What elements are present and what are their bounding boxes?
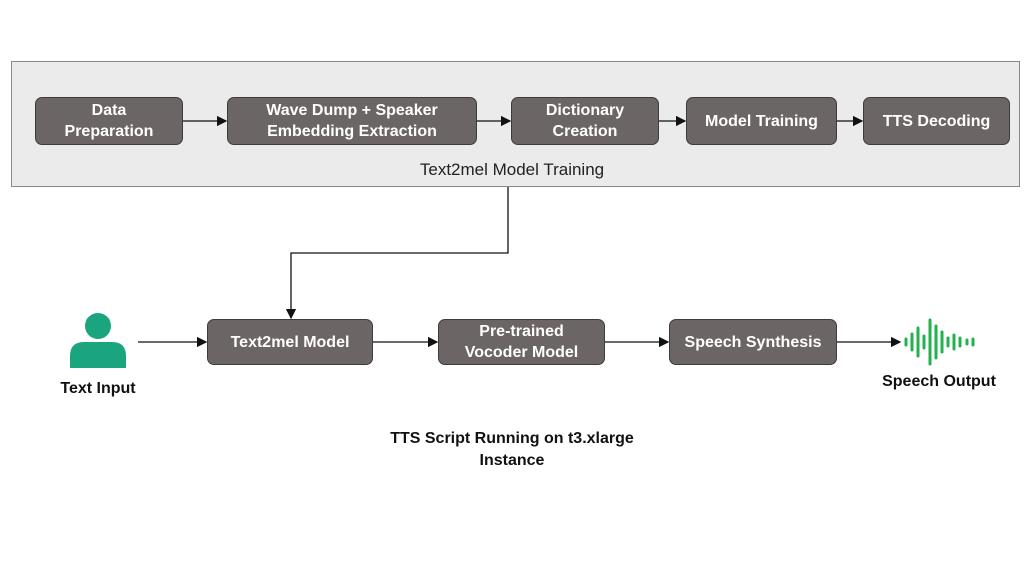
step-data-preparation: Data Preparation	[35, 97, 183, 145]
step-text2mel-model: Text2mel Model	[207, 319, 373, 365]
instance-caption: TTS Script Running on t3.xlarge Instance	[390, 430, 634, 469]
step-dictionary-creation: Dictionary Creation	[511, 97, 659, 145]
sound-wave-icon	[904, 318, 975, 366]
step-model-training: Model Training	[686, 97, 837, 145]
training-panel-label: Text2mel Model Training	[419, 160, 605, 179]
step-wave-dump-speaker-embedding: Wave Dump + Speaker Embedding Extraction	[227, 97, 477, 145]
step-tts-decoding: TTS Decoding	[863, 97, 1010, 145]
step-pretrained-vocoder: Pre-trained Vocoder Model	[438, 319, 605, 365]
text-input-label: Text Input	[60, 380, 136, 397]
step-speech-synthesis: Speech Synthesis	[669, 319, 837, 365]
speech-output-label: Speech Output	[882, 373, 996, 390]
arrow-training-to-text2mel	[285, 187, 509, 320]
person-icon	[70, 313, 126, 368]
